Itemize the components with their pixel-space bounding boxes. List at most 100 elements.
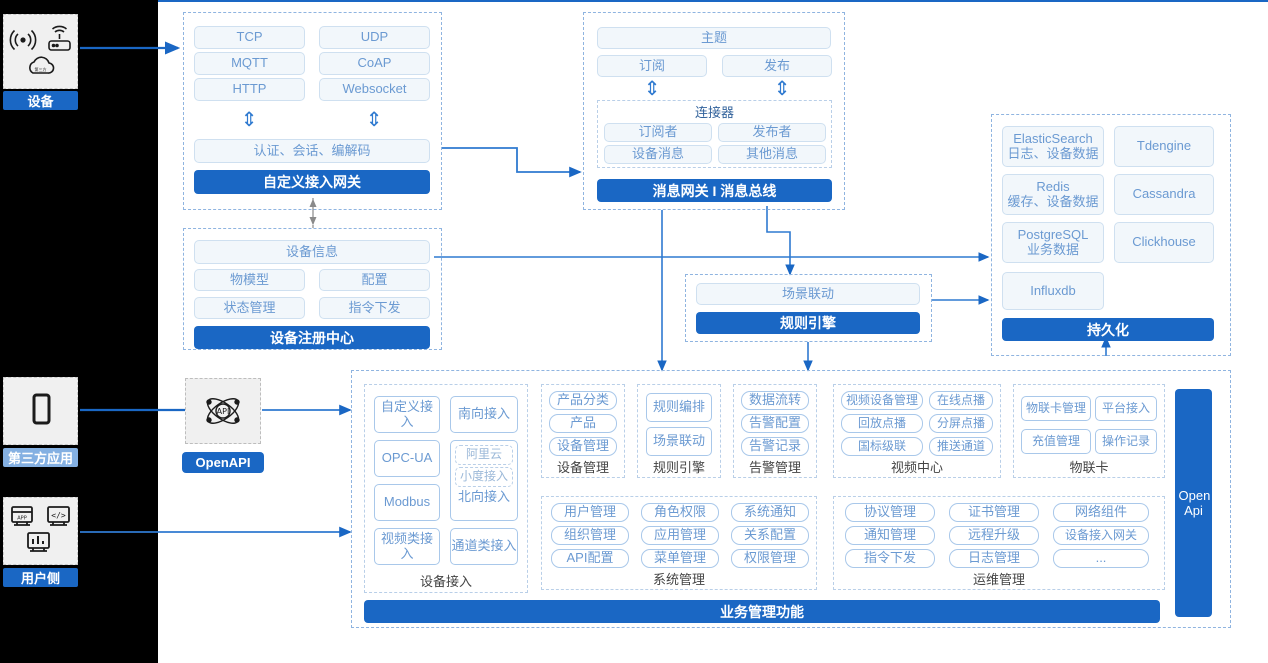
om-notify-mgmt[interactable]: 通知管理 <box>845 526 935 545</box>
store-cassandra[interactable]: Cassandra <box>1114 174 1214 215</box>
protocol-tcp[interactable]: TCP <box>194 26 305 49</box>
sm-relation-config[interactable]: 关系配置 <box>731 526 809 545</box>
dashboard-icon <box>26 532 50 552</box>
registry-config[interactable]: 配置 <box>319 269 430 291</box>
store-elasticsearch[interactable]: ElasticSearch 日志、设备数据 <box>1002 126 1104 167</box>
svg-text:第三方: 第三方 <box>34 66 46 72</box>
am-alarm-config[interactable]: 告警配置 <box>741 414 809 433</box>
dm-product[interactable]: 产品 <box>549 414 617 433</box>
connector-title: 连接器 <box>694 104 734 120</box>
sm-menu-mgmt[interactable]: 菜单管理 <box>641 549 719 568</box>
openapi-label[interactable]: OpenAPI <box>182 452 264 473</box>
registry-state-mgmt[interactable]: 状态管理 <box>194 297 305 319</box>
access-channel[interactable]: 通道类接入 <box>450 528 518 565</box>
om-cert-mgmt[interactable]: 证书管理 <box>949 503 1039 522</box>
om-protocol-mgmt[interactable]: 协议管理 <box>845 503 935 522</box>
scene-linkage-box[interactable]: 场景联动 <box>696 283 920 305</box>
device-info-box[interactable]: 设备信息 <box>194 240 430 264</box>
store-desc: 日志、设备数据 <box>1007 145 1099 161</box>
app-window-icon: APP <box>10 506 33 526</box>
om-log-mgmt[interactable]: 日志管理 <box>949 549 1039 568</box>
vertical-openapi-bar[interactable]: Open Api <box>1175 389 1212 617</box>
vc-live-vod[interactable]: 在线点播 <box>929 391 993 410</box>
bus-updown-arrow-left: ⇕ <box>643 78 661 100</box>
connector-other-msg[interactable]: 其他消息 <box>718 145 826 164</box>
nested-xiaodu[interactable]: 小度接入 <box>455 467 513 487</box>
group-label-video-center: 视频中心 <box>890 460 943 475</box>
ic-platform-access[interactable]: 平台接入 <box>1095 396 1157 421</box>
protocol-coap[interactable]: CoAP <box>319 52 430 75</box>
vc-push-channel[interactable]: 推送通道 <box>929 437 993 456</box>
bus-updown-arrow-right: ⇕ <box>773 78 791 100</box>
connector-subscriber[interactable]: 订阅者 <box>604 123 712 142</box>
access-video[interactable]: 视频类接入 <box>374 528 440 565</box>
access-southbound[interactable]: 南向接入 <box>450 396 518 433</box>
topic-box[interactable]: 主题 <box>597 27 831 49</box>
sm-app-mgmt[interactable]: 应用管理 <box>641 526 719 545</box>
vc-split-screen[interactable]: 分屏点播 <box>929 414 993 433</box>
store-redis[interactable]: Redis 缓存、设备数据 <box>1002 174 1104 215</box>
code-window-icon: </> <box>46 506 70 526</box>
svg-text:</>: </> <box>51 511 66 520</box>
re-rule-orchestration[interactable]: 规则编排 <box>646 393 712 422</box>
om-more[interactable]: ... <box>1053 549 1149 568</box>
gateway-title: 自定义接入网关 <box>194 170 430 194</box>
user-side-icon-panel: APP </> <box>3 497 78 565</box>
access-modbus[interactable]: Modbus <box>374 484 440 521</box>
nested-aliyun[interactable]: 阿里云 <box>455 445 513 465</box>
store-tdengine[interactable]: Tdengine <box>1114 126 1214 167</box>
access-northbound[interactable]: 阿里云 小度接入 北向接入 <box>450 440 518 521</box>
gateway-middle-layer[interactable]: 认证、会话、编解码 <box>194 139 430 163</box>
ic-recharge-mgmt[interactable]: 充值管理 <box>1021 429 1091 454</box>
device-registry-group <box>183 228 442 350</box>
user-side-icons-group: APP </> <box>10 506 70 552</box>
access-custom[interactable]: 自定义接入 <box>374 396 440 433</box>
persistence-group <box>991 114 1231 356</box>
message-bus-title: 消息网关 I 消息总线 <box>597 179 832 202</box>
sm-role-perm[interactable]: 角色权限 <box>641 503 719 522</box>
om-command-issue[interactable]: 指令下发 <box>845 549 935 568</box>
protocol-udp[interactable]: UDP <box>319 26 430 49</box>
group-rule-engine <box>637 384 721 478</box>
re-scene-linkage[interactable]: 场景联动 <box>646 427 712 456</box>
dm-device-mgmt[interactable]: 设备管理 <box>549 437 617 456</box>
connector-publisher[interactable]: 发布者 <box>718 123 826 142</box>
vc-gb-cascade[interactable]: 国标级联 <box>841 437 923 456</box>
device-icons-group: 第三方 <box>9 25 71 74</box>
protocol-http[interactable]: HTTP <box>194 78 305 101</box>
sm-org-mgmt[interactable]: 组织管理 <box>551 526 629 545</box>
store-name: Redis <box>1036 178 1070 194</box>
registry-thing-model[interactable]: 物模型 <box>194 269 305 291</box>
connector-device-msg[interactable]: 设备消息 <box>604 145 712 164</box>
protocol-websocket[interactable]: Websocket <box>319 78 430 101</box>
router-icon <box>47 25 71 51</box>
rule-engine-title: 规则引擎 <box>696 312 920 334</box>
store-influxdb[interactable]: Influxdb <box>1002 272 1104 310</box>
publish-box[interactable]: 发布 <box>722 55 832 77</box>
access-opcua[interactable]: OPC-UA <box>374 440 440 477</box>
protocol-mqtt[interactable]: MQTT <box>194 52 305 75</box>
vc-video-device-mgmt[interactable]: 视频设备管理 <box>841 391 923 410</box>
subscribe-box[interactable]: 订阅 <box>597 55 707 77</box>
group-label-alarm-mgmt: 告警管理 <box>748 460 801 475</box>
wireless-signal-icon <box>9 29 36 50</box>
store-postgresql[interactable]: PostgreSQL 业务数据 <box>1002 222 1104 263</box>
dm-product-category[interactable]: 产品分类 <box>549 391 617 410</box>
sm-user-mgmt[interactable]: 用户管理 <box>551 503 629 522</box>
ic-card-mgmt[interactable]: 物联卡管理 <box>1021 396 1091 421</box>
ic-operation-log[interactable]: 操作记录 <box>1095 429 1157 454</box>
om-device-gateway[interactable]: 设备接入网关 <box>1053 526 1149 545</box>
group-label-system-mgmt: 系统管理 <box>652 572 705 587</box>
om-network-comp[interactable]: 网络组件 <box>1053 503 1149 522</box>
sm-api-config[interactable]: API配置 <box>551 549 629 568</box>
am-data-flow[interactable]: 数据流转 <box>741 391 809 410</box>
registry-command-issue[interactable]: 指令下发 <box>319 297 430 319</box>
vc-playback-vod[interactable]: 回放点播 <box>841 414 923 433</box>
rule-engine-group <box>685 274 932 342</box>
am-alarm-record[interactable]: 告警记录 <box>741 437 809 456</box>
store-clickhouse[interactable]: Clickhouse <box>1114 222 1214 263</box>
sm-permission-mgmt[interactable]: 权限管理 <box>731 549 809 568</box>
om-remote-upgrade[interactable]: 远程升级 <box>949 526 1039 545</box>
svg-text:APP: APP <box>17 516 26 522</box>
sm-sys-notice[interactable]: 系统通知 <box>731 503 809 522</box>
